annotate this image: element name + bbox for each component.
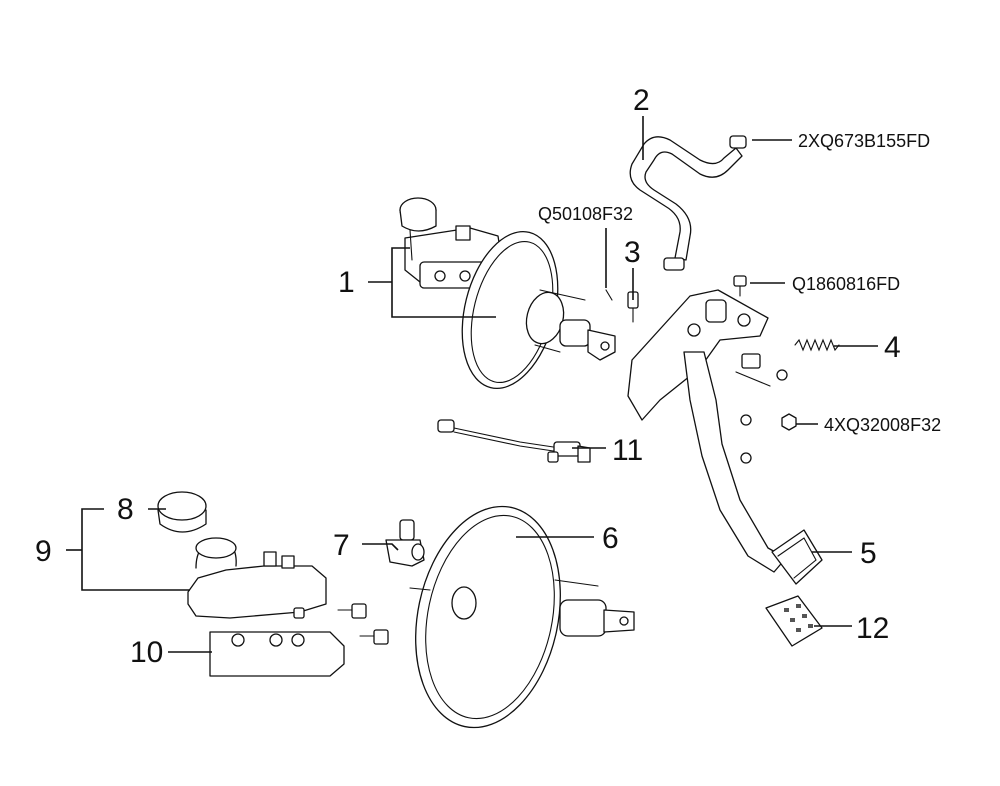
part-brake-booster (409, 505, 635, 729)
leader-lines (66, 116, 878, 653)
part-reservoir (187, 537, 327, 619)
callout-3: 3 (624, 236, 641, 269)
callout-7: 7 (333, 529, 350, 562)
part-number-pin: Q50108F32 (538, 204, 633, 224)
callout-9: 9 (35, 535, 52, 568)
callout-11: 11 (612, 434, 643, 467)
callout-6: 6 (602, 522, 619, 555)
part-sensor-cable (437, 419, 591, 463)
part-pedal-assembly (627, 289, 823, 585)
callout-4: 4 (884, 331, 901, 364)
part-check-valve (385, 519, 425, 567)
callout-2: 2 (633, 84, 650, 117)
callout-1: 1 (338, 266, 355, 299)
part-number-nuts: 4XQ32008F32 (824, 415, 941, 435)
part-number-labels: 2XQ673B155FD Q50108F32 Q1860816FD 4XQ320… (538, 131, 941, 435)
callout-numbers: 1 2 3 4 5 6 7 8 9 10 11 12 (35, 84, 901, 669)
callout-10: 10 (130, 636, 163, 669)
part-pedal-pad (765, 595, 823, 647)
part-nut (781, 413, 797, 431)
part-return-spring (794, 338, 840, 352)
part-bolt (733, 275, 747, 297)
callout-5: 5 (860, 537, 877, 570)
part-master-cylinder (209, 603, 389, 677)
part-number-bolt: Q1860816FD (792, 274, 900, 294)
part-vacuum-hose (629, 135, 747, 271)
part-reservoir-cap (157, 491, 207, 533)
part-booster-assembly (399, 197, 616, 390)
callout-8: 8 (117, 493, 134, 526)
callout-12: 12 (856, 612, 889, 645)
part-number-hose-clamp: 2XQ673B155FD (798, 131, 930, 151)
